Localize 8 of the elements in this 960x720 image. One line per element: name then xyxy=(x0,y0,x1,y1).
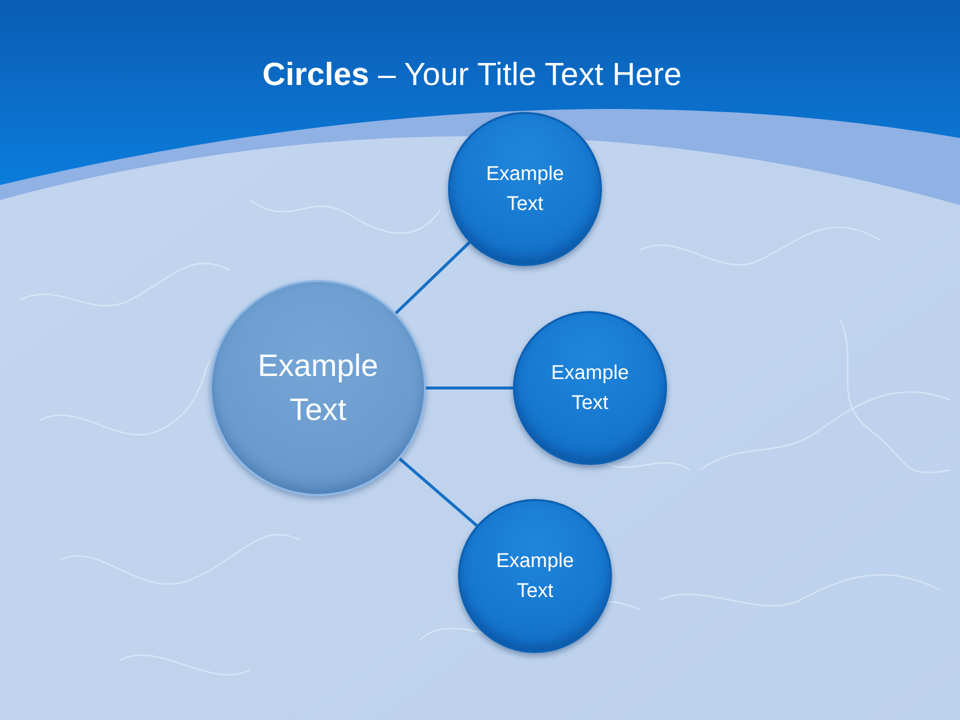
node-label: Example Text xyxy=(550,361,630,416)
connector-line xyxy=(426,386,513,390)
node-label: Example Text xyxy=(256,347,380,429)
node-label: Example Text xyxy=(485,162,565,217)
connector-line xyxy=(398,458,478,527)
connector-line xyxy=(394,241,471,314)
node-label: Example Text xyxy=(495,549,575,604)
slide-title: Circles – Your Title Text Here xyxy=(262,55,682,94)
